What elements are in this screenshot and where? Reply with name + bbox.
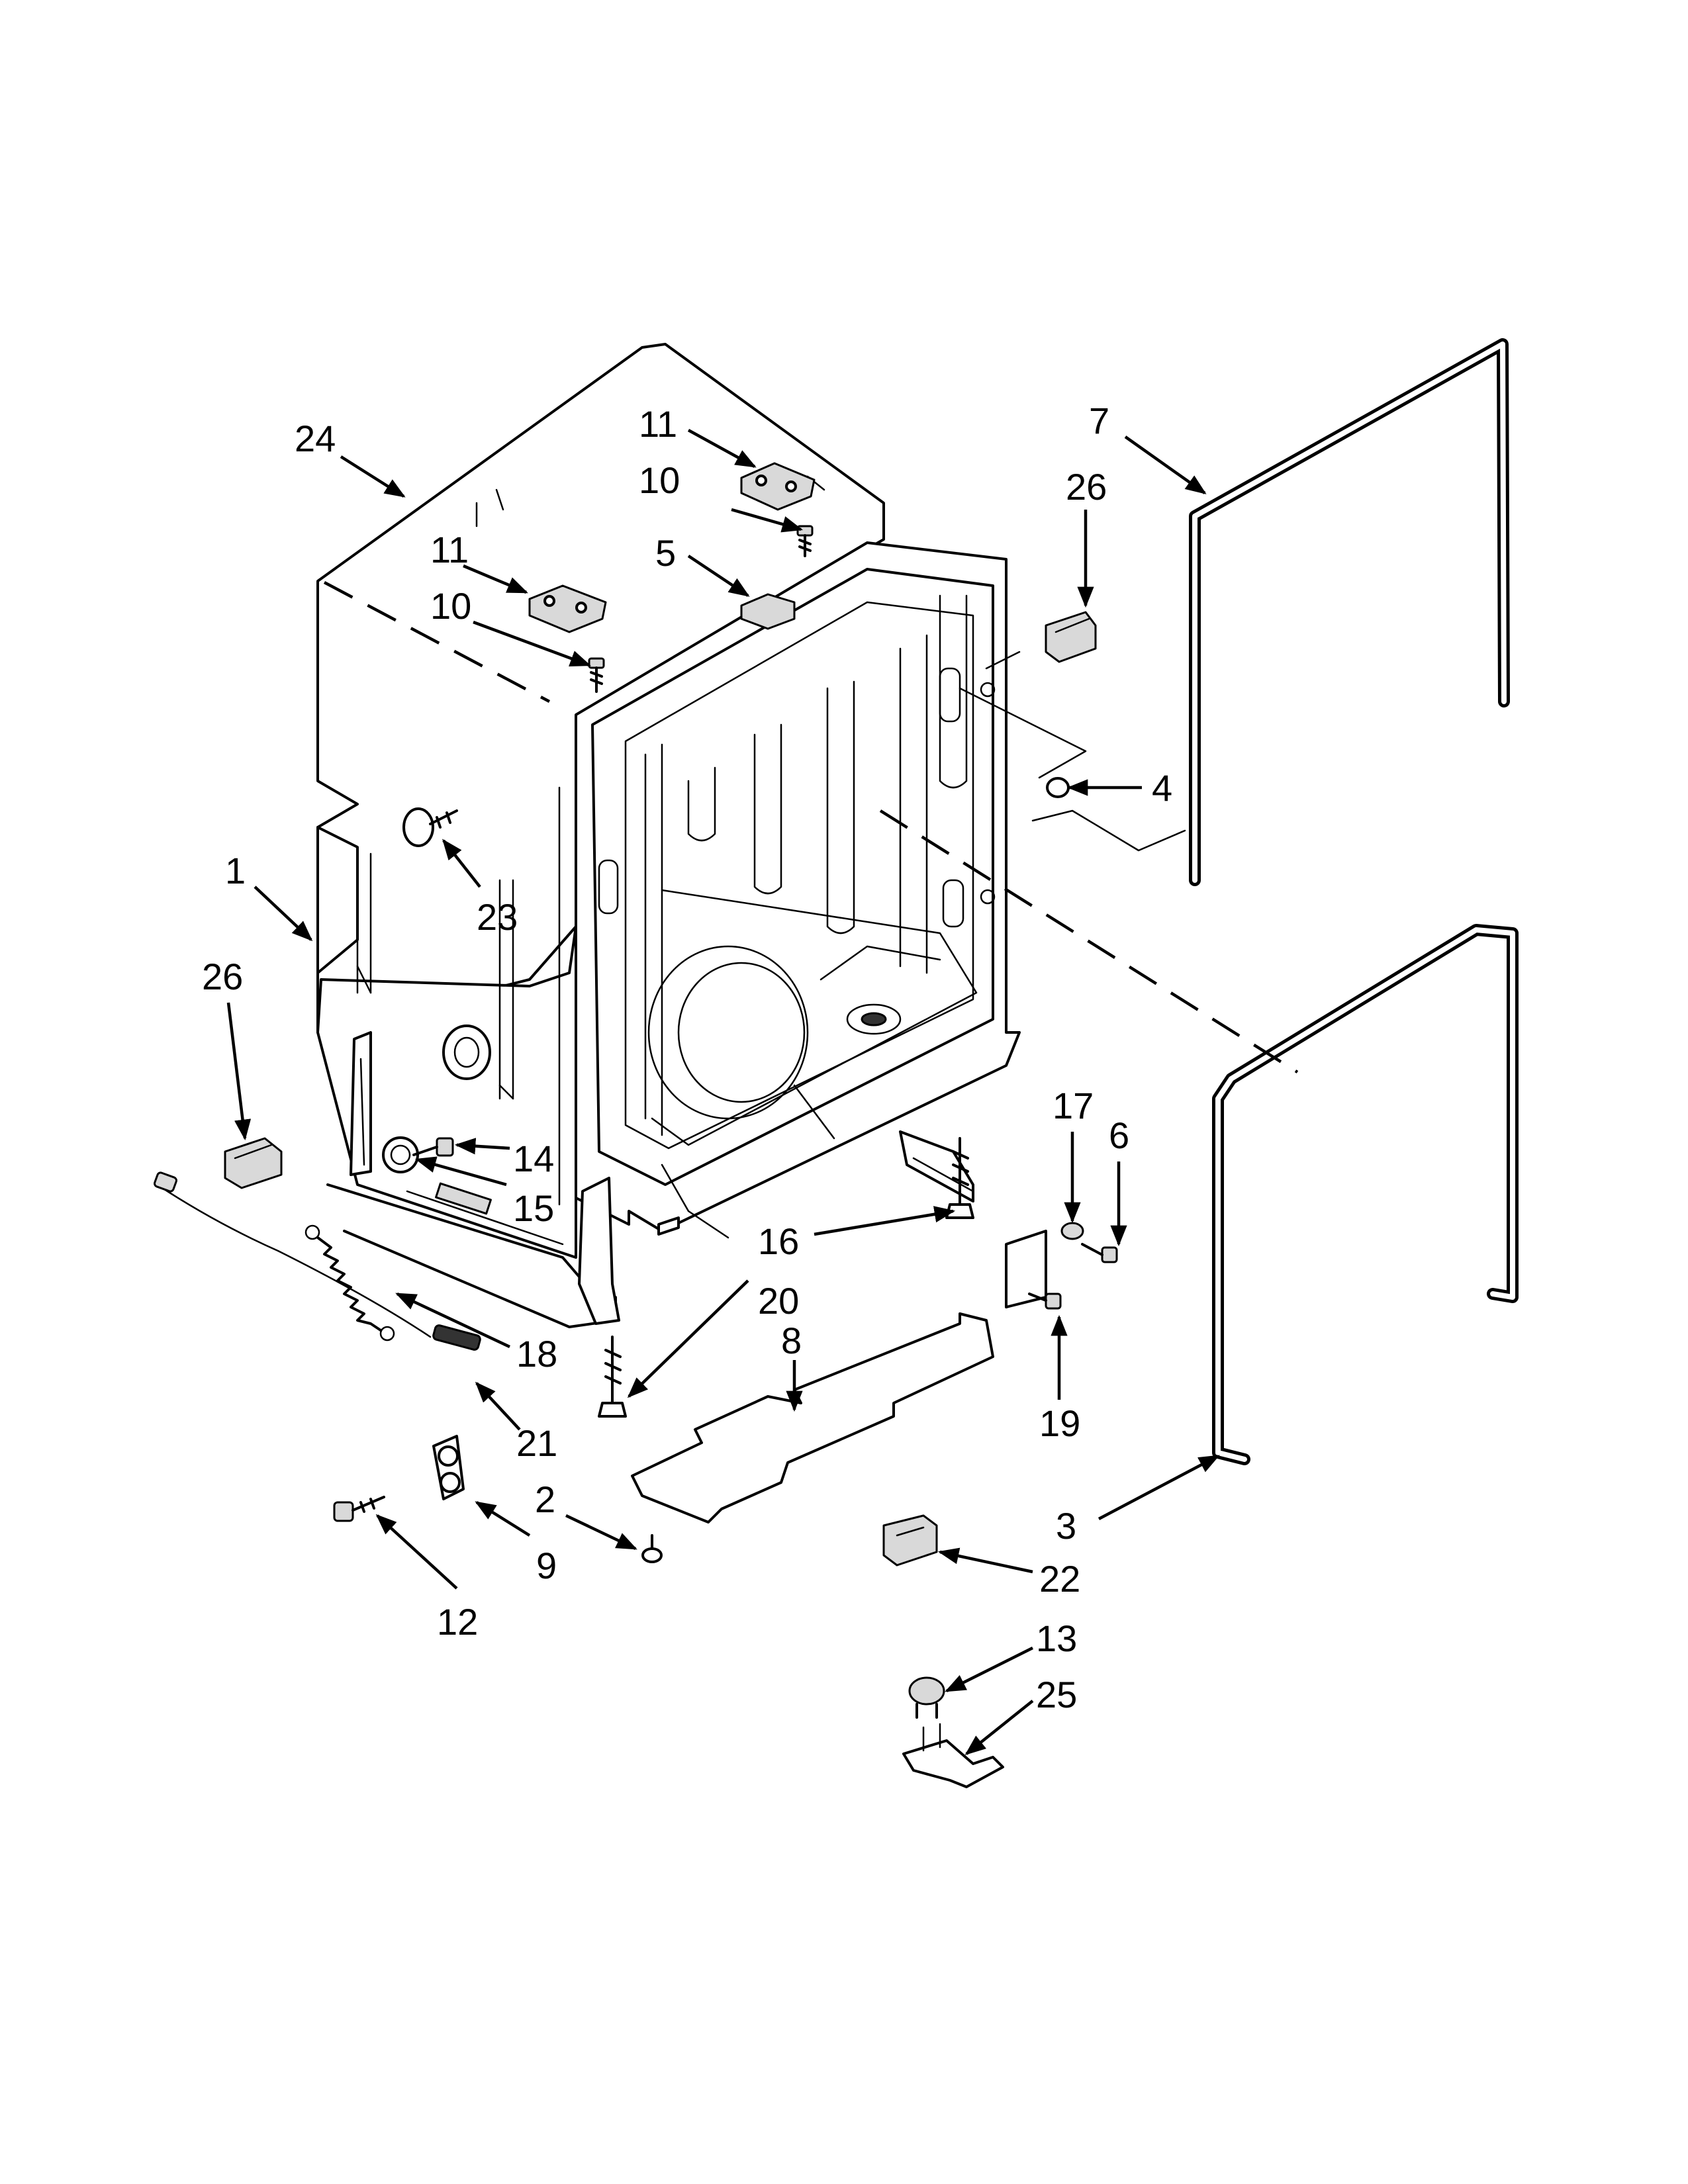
callout-19: 19 bbox=[1039, 1402, 1080, 1444]
leader-arrows bbox=[226, 429, 1220, 1755]
spacer-26-upper bbox=[1045, 611, 1097, 663]
door-gasket-top bbox=[1189, 338, 1510, 886]
callout-13: 13 bbox=[1036, 1617, 1077, 1659]
latch-22 bbox=[882, 1514, 938, 1567]
fastener-2 bbox=[641, 1534, 663, 1563]
thermostat-13 bbox=[908, 1676, 945, 1719]
callout-10-lower: 10 bbox=[430, 585, 471, 627]
bracket-17 bbox=[1005, 1222, 1084, 1308]
callout-15: 15 bbox=[513, 1187, 554, 1229]
callout-12: 12 bbox=[437, 1601, 478, 1643]
callout-11-lower: 11 bbox=[430, 529, 469, 570]
callout-20: 20 bbox=[758, 1280, 799, 1322]
callout-17: 17 bbox=[1053, 1085, 1094, 1126]
callout-6: 6 bbox=[1109, 1115, 1129, 1156]
callout-5: 5 bbox=[655, 532, 676, 574]
callout-labels: 24 11 10 11 10 5 7 26 4 23 1 26 14 15 17… bbox=[202, 400, 1172, 1715]
callout-26-upper: 26 bbox=[1066, 466, 1107, 508]
callout-21: 21 bbox=[516, 1422, 557, 1464]
callout-14: 14 bbox=[513, 1138, 554, 1179]
leg-20 bbox=[598, 1336, 627, 1418]
bumper-23 bbox=[402, 807, 458, 847]
callout-26-lower: 26 bbox=[202, 956, 243, 997]
callout-11-upper: 11 bbox=[639, 403, 677, 445]
callout-22: 22 bbox=[1039, 1558, 1080, 1600]
callout-4: 4 bbox=[1152, 767, 1172, 809]
door-gasket-bottom bbox=[1212, 924, 1519, 1465]
callout-18: 18 bbox=[516, 1333, 557, 1375]
bracket-25 bbox=[902, 1723, 1004, 1788]
spacer-26-lower bbox=[224, 1137, 283, 1189]
callout-16: 16 bbox=[758, 1220, 799, 1262]
bracket-11-lower bbox=[528, 584, 607, 633]
callout-24: 24 bbox=[295, 418, 336, 459]
alignment-lines bbox=[323, 581, 1299, 1073]
bracket-11-upper bbox=[740, 462, 816, 511]
leveler-14-15 bbox=[382, 1136, 454, 1173]
screw-19 bbox=[1028, 1293, 1062, 1310]
clip-5 bbox=[740, 593, 796, 630]
plug-4 bbox=[1046, 777, 1070, 798]
screw-6 bbox=[1081, 1243, 1118, 1263]
callout-23: 23 bbox=[477, 896, 518, 938]
clamp-9 bbox=[432, 1435, 465, 1500]
callout-8: 8 bbox=[781, 1320, 802, 1361]
callout-10-upper: 10 bbox=[639, 459, 680, 501]
base-rails bbox=[326, 1031, 974, 1328]
toe-plate bbox=[631, 1312, 994, 1524]
sensor-21 bbox=[154, 1171, 481, 1351]
callout-1: 1 bbox=[225, 850, 246, 891]
screw-12 bbox=[333, 1496, 385, 1522]
callout-7: 7 bbox=[1089, 400, 1109, 441]
callout-25: 25 bbox=[1036, 1674, 1077, 1715]
callout-3: 3 bbox=[1056, 1505, 1076, 1547]
callout-9: 9 bbox=[536, 1545, 557, 1586]
callout-2: 2 bbox=[535, 1479, 555, 1520]
spring-18 bbox=[305, 1224, 395, 1342]
